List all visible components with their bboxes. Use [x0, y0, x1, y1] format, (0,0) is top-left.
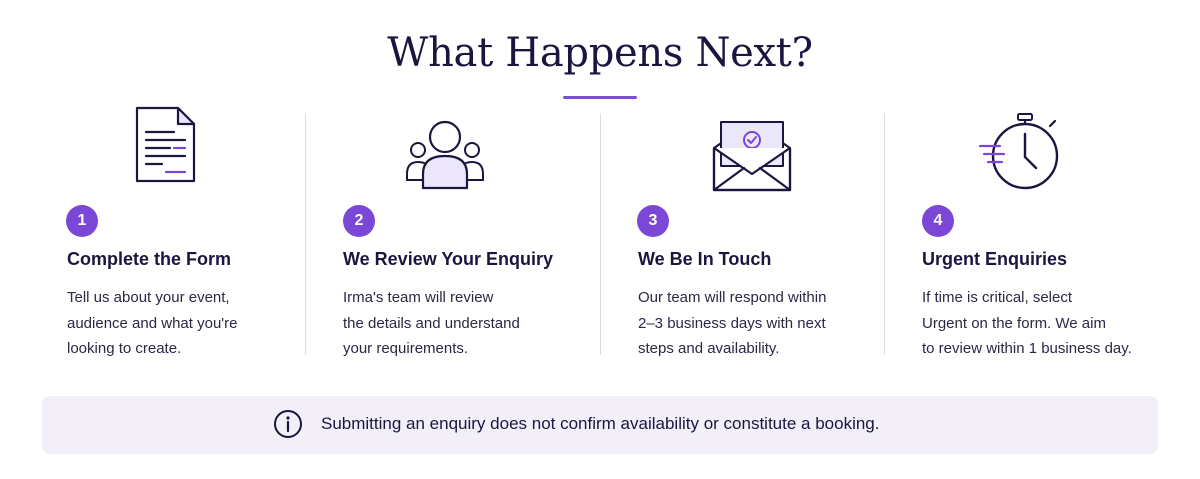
step-number-badge: 4	[922, 205, 954, 237]
column-divider	[305, 113, 306, 355]
step-number-badge: 2	[343, 205, 375, 237]
stopwatch-icon	[978, 113, 1059, 190]
step-description: Tell us about your event, audience and w…	[67, 285, 297, 362]
step-description-line: looking to create.	[67, 340, 182, 357]
document-icon	[135, 106, 196, 183]
column-divider	[600, 113, 601, 355]
step-description-line: Irma's team will review	[343, 289, 494, 306]
step-description-line: If time is critical, select	[922, 289, 1073, 306]
team-icon	[406, 120, 484, 190]
step-description-line: steps and availability.	[638, 340, 780, 357]
column-divider	[884, 113, 885, 355]
notice-text: Submitting an enquiry does not confirm a…	[321, 414, 880, 433]
step-description-line: audience and what you're	[67, 314, 238, 332]
step-description-line: Tell us about your event,	[67, 289, 230, 306]
info-icon	[274, 410, 302, 438]
step-title: Complete the Form	[67, 249, 232, 269]
step-number-badge: 1	[66, 205, 98, 237]
step-number-badge: 3	[637, 205, 669, 237]
step-description-line: your requirements.	[343, 340, 469, 357]
step-title: We Review Your Enquiry	[343, 249, 554, 269]
step-description-line: Our team will respond within	[638, 289, 827, 306]
page-title: What Happens Next?	[387, 30, 813, 76]
envelope-icon	[712, 120, 792, 192]
step-description-line: to review within 1 business day.	[922, 340, 1132, 357]
step-description-line: Urgent on the form. We aim	[922, 314, 1106, 332]
step-title: Urgent Enquiries	[922, 249, 1068, 269]
notice-banner: Submitting an enquiry does not confirm a…	[42, 396, 1158, 454]
step-3: 3 We Be In Touch Our team will respond w…	[637, 120, 868, 362]
step-description: Our team will respond within 2–3 busines…	[638, 285, 868, 362]
step-title: We Be In Touch	[638, 249, 772, 269]
step-4: 4 Urgent Enquiries If time is critical, …	[922, 113, 1182, 362]
step-description: If time is critical, select Urgent on th…	[922, 285, 1182, 362]
step-description-line: 2–3 business days with next	[638, 314, 826, 332]
step-description: Irma's team will review the details and …	[343, 285, 573, 362]
step-1: 1 Complete the Form Tell us about your e…	[0, 0, 300, 380]
step-description-line: the details and understand	[343, 314, 520, 332]
title-underline	[563, 96, 637, 99]
step-2: 2 We Review Your Enquiry Irma's team wil…	[0, 0, 600, 380]
